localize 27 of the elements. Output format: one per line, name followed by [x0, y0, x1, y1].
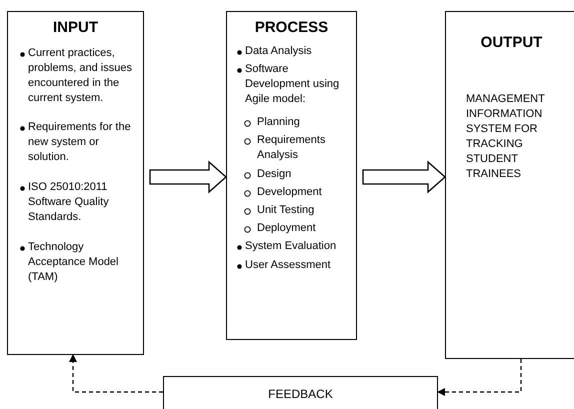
label: FEEDBACK [267, 387, 334, 401]
heading: INPUT [52, 19, 99, 36]
heading: OUTPUT [480, 34, 544, 51]
list-item: Data Analysis [245, 44, 313, 59]
block-arrow [149, 160, 227, 194]
heading: PROCESS [254, 19, 330, 36]
list-item: Requirements for the new system or solution. [28, 120, 132, 165]
dashed-arrow [437, 359, 522, 396]
list-item: Requirements Analysis [257, 133, 326, 163]
list-item: MANAGEMENT INFORMATION SYSTEM FOR TRACKING STUDENT TRAINEES [466, 92, 546, 182]
process-box [445, 11, 574, 359]
list-item: Current practices, problems, and issues encountered in the current system. [28, 46, 133, 106]
dashed-arrow [69, 354, 163, 393]
list-item: Unit Testing [257, 203, 316, 218]
list-item: Software Development using Agile model: [245, 62, 340, 107]
list-item: Deployment [257, 221, 317, 236]
list-item: Planning [257, 115, 301, 130]
list-item: Development [257, 185, 323, 200]
feedback-box [163, 376, 438, 409]
list-item: Design [257, 167, 292, 182]
process-box [7, 11, 144, 355]
list-item: System Evaluation [245, 239, 338, 254]
list-item: Technology Acceptance Model (TAM) [28, 240, 120, 285]
list-item: User Assessment [245, 258, 332, 273]
process-box [226, 11, 357, 340]
block-arrow [362, 160, 446, 194]
list-item: ISO 25010:2011 Software Quality Standards. [28, 180, 110, 225]
